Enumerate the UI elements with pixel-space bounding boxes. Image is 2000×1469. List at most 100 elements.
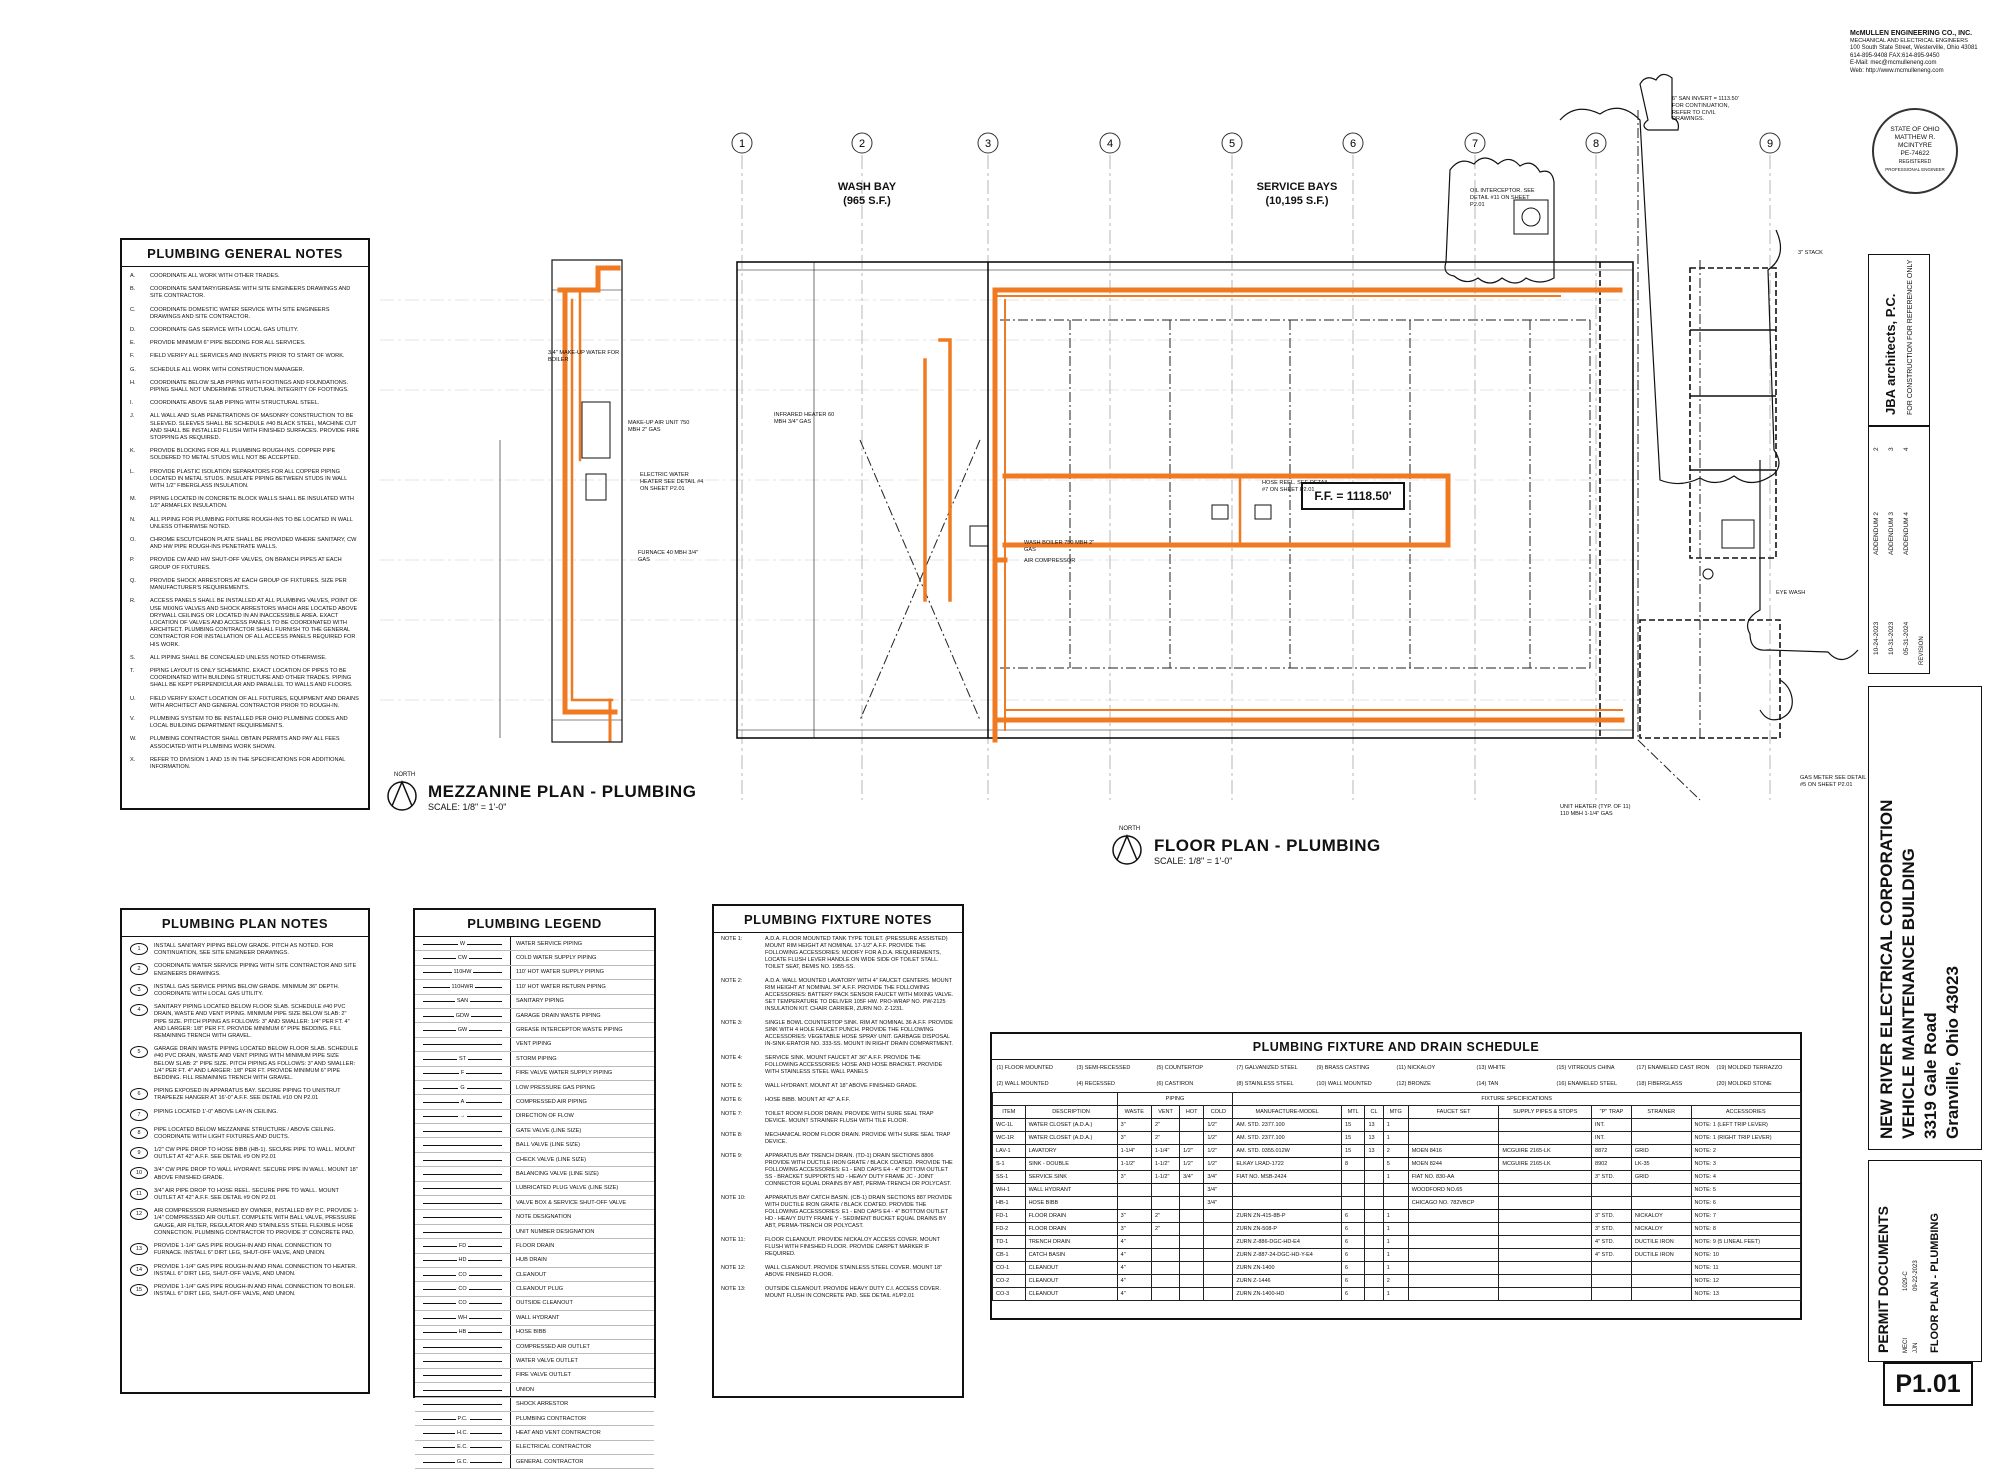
schedule-cell: TD-1 bbox=[992, 1235, 1026, 1249]
note-text: HOSE BIBB. MOUNT AT 42" A.F.F. bbox=[765, 1097, 851, 1103]
legend-description: WATER SERVICE PIPING bbox=[516, 940, 583, 947]
schedule-key-item: (7) GALVANIZED STEEL bbox=[1237, 1065, 1317, 1071]
note-text: PROVIDE CW AND HW SHUT-OFF VALVES, ON BR… bbox=[150, 557, 342, 571]
schedule-cell: HOSE BIBB bbox=[1024, 1196, 1118, 1210]
key-number: (10) bbox=[1316, 1081, 1328, 1087]
general-notes-title: PLUMBING GENERAL NOTES bbox=[122, 240, 368, 267]
group-blank bbox=[992, 1092, 1118, 1106]
note-text: COORDINATE ALL WORK WITH OTHER TRADES. bbox=[150, 273, 280, 279]
general-note-item: B.COORDINATE SANITARY/GREASE WITH SITE E… bbox=[130, 286, 360, 300]
note-key: NOTE 10: bbox=[721, 1195, 746, 1201]
schedule-cell bbox=[1179, 1209, 1205, 1223]
legend-symbol: CO bbox=[415, 1296, 511, 1311]
schedule-cell: 4" bbox=[1116, 1274, 1152, 1288]
schedule-cell: MCGUIRE 2165-LK bbox=[1498, 1157, 1593, 1171]
schedule-cell: WC-1R bbox=[992, 1131, 1026, 1145]
legend-row: →DIRECTION OF FLOW bbox=[415, 1109, 654, 1125]
note-text: PROVIDE SHOCK ARRESTORS AT EACH GROUP OF… bbox=[150, 577, 347, 592]
schedule-cell: 1 bbox=[1382, 1209, 1409, 1223]
schedule-cell: FD-2 bbox=[992, 1222, 1026, 1236]
legend-description: CHECK VALVE (LINE SIZE) bbox=[516, 1156, 587, 1163]
schedule-cell: WALL HYDRANT bbox=[1024, 1183, 1118, 1197]
schedule-cell: 2 bbox=[1382, 1144, 1409, 1158]
schedule-cell: FLOOR DRAIN bbox=[1024, 1222, 1118, 1236]
sheet-title: FLOOR PLAN - PLUMBING bbox=[1929, 1213, 1941, 1353]
note-text: COORDINATE WATER SERVICE PIPING WITH SIT… bbox=[154, 963, 357, 977]
schedule-cell bbox=[1498, 1131, 1593, 1145]
note-key: O. bbox=[130, 537, 136, 544]
legend-row: BALL VALVE (LINE SIZE) bbox=[415, 1138, 654, 1153]
schedule-cell bbox=[1407, 1248, 1500, 1262]
schedule-cell bbox=[1498, 1222, 1593, 1236]
schedule-cell bbox=[1179, 1222, 1205, 1236]
schedule-cell: NOTE: 1 (LEFT TRIP LEVER) bbox=[1690, 1118, 1802, 1132]
legend-description: FIRE VALVE WATER SUPPLY PIPING bbox=[516, 1070, 613, 1077]
grid-label: 6 bbox=[1350, 138, 1356, 150]
note-key: J. bbox=[130, 413, 135, 420]
note-text: PIPING EXPOSED IN APPARATUS BAY. SECURE … bbox=[154, 1088, 341, 1102]
schedule-cell bbox=[1630, 1274, 1692, 1288]
grid-label: 5 bbox=[1229, 138, 1235, 150]
legend-symbol-text: E.C. bbox=[455, 1444, 470, 1451]
legend-description: VENT PIPING bbox=[516, 1041, 552, 1048]
schedule-key-row: (1) FLOOR MOUNTED(3) SEMI-RECESSED(5) CO… bbox=[993, 1060, 1801, 1076]
schedule-cell: 1-1/2" bbox=[1150, 1157, 1181, 1171]
schedule-cell: 3" bbox=[1116, 1170, 1152, 1184]
note-key: S. bbox=[130, 654, 136, 661]
legend-symbol-text: P.C. bbox=[455, 1415, 470, 1422]
schedule-cell bbox=[1407, 1209, 1500, 1223]
key-number: (11) bbox=[1396, 1065, 1408, 1071]
legend-row: COMPRESSED AIR OUTLET bbox=[415, 1339, 654, 1355]
schedule-cell: 3/4" bbox=[1179, 1170, 1205, 1184]
note-text: INSTALL SANITARY PIPING BELOW GRADE. PIT… bbox=[154, 943, 334, 957]
key-number: (19) bbox=[1716, 1065, 1728, 1071]
legend-symbol bbox=[415, 1138, 511, 1152]
note-key: H. bbox=[130, 379, 136, 386]
schedule-cell: 1/2" bbox=[1203, 1118, 1234, 1132]
schedule-cell bbox=[1407, 1118, 1500, 1132]
note-text: PLUMBING CONTRACTOR SHALL OBTAIN PERMITS… bbox=[150, 736, 340, 750]
revision-cloud bbox=[1444, 73, 1859, 721]
schedule-header: DESCRIPTION bbox=[1024, 1105, 1118, 1119]
legend-symbol: CO bbox=[415, 1282, 511, 1296]
schedule-cell bbox=[1150, 1274, 1181, 1288]
note-key: NOTE 1: bbox=[721, 936, 743, 942]
note-key: W. bbox=[130, 736, 137, 743]
key-text: BRASS CASTING bbox=[1324, 1065, 1370, 1071]
schedule-cell: 3/4" bbox=[1203, 1196, 1234, 1210]
schedule-cell: WC-1L bbox=[992, 1118, 1026, 1132]
grid-bubble bbox=[731, 132, 753, 154]
note-key: NOTE 7: bbox=[721, 1111, 743, 1117]
note-key: P. bbox=[130, 557, 135, 564]
legend-symbol-text: WH bbox=[455, 1314, 470, 1321]
note-key: NOTE 11: bbox=[721, 1237, 746, 1243]
note-key: E. bbox=[130, 340, 136, 347]
plan-callout: INFRARED HEATER 60 MBH 3/4" GAS bbox=[774, 412, 835, 425]
note-text: COORDINATE DOMESTIC WATER SERVICE WITH S… bbox=[150, 306, 330, 320]
project-street: 3319 Gale Road bbox=[1921, 1012, 1940, 1139]
key-number: (2) bbox=[996, 1081, 1005, 1087]
general-note-item: V.PLUMBING SYSTEM TO BE INSTALLED PER OH… bbox=[130, 716, 360, 730]
note-text: MECHANICAL ROOM FLOOR DRAIN. PROVIDE WIT… bbox=[765, 1132, 951, 1145]
legend-symbol-text: GW bbox=[455, 1027, 470, 1034]
schedule-cell: LK-35 bbox=[1630, 1157, 1692, 1171]
note-number: 8 bbox=[130, 1126, 148, 1139]
schedule-header: WASTE bbox=[1116, 1105, 1152, 1119]
fixture-note-item: NOTE 6:HOSE BIBB. MOUNT AT 42" A.F.F. bbox=[714, 1094, 962, 1108]
legend-symbol bbox=[415, 1152, 511, 1167]
legend-symbol: H.C. bbox=[415, 1426, 511, 1440]
schedule-key-item: (3) SEMI-RECESSED bbox=[1077, 1065, 1157, 1071]
schedule-cell: 1 bbox=[1382, 1170, 1409, 1184]
